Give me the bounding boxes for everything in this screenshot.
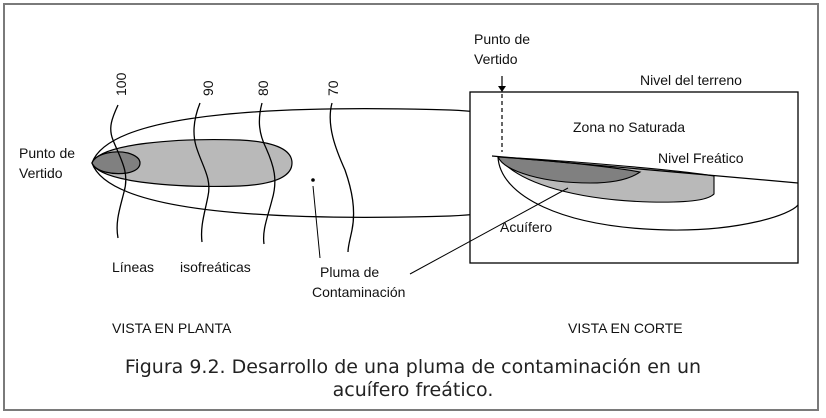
water-table-line — [491, 155, 799, 184]
plan-discharge-label-2: Vertido — [19, 165, 63, 181]
contour-label-80: 80 — [255, 80, 271, 96]
aquifer-boundary — [497, 156, 799, 231]
plan-view-title: VISTA EN PLANTA — [112, 320, 232, 336]
plume-point-marker — [311, 178, 315, 182]
plan-discharge-label-1: Punto de — [19, 145, 75, 161]
plume-label-2: Contaminación — [312, 284, 405, 300]
isofreatic-lines-label-1: Líneas — [112, 259, 154, 275]
plume-leader-line — [312, 185, 321, 259]
caption-line-1: Figura 9.2. Desarrollo de una pluma de c… — [124, 356, 702, 378]
water-table-label: Nivel Freático — [658, 150, 744, 166]
ground-level-label: Nivel del terreno — [640, 72, 742, 88]
aquifer-label: Acuífero — [500, 219, 552, 235]
section-view-title: VISTA EN CORTE — [568, 320, 683, 336]
contour-label-70: 70 — [325, 80, 341, 96]
contour-label-90: 90 — [200, 80, 216, 96]
section-discharge-label-2: Vertido — [474, 51, 518, 67]
section-discharge-label-1: Punto de — [474, 31, 530, 47]
contour-line-100 — [110, 104, 127, 239]
plume-light-area — [91, 139, 293, 187]
isofreatic-lines-label-2: isofreáticas — [180, 259, 251, 275]
contour-label-100: 100 — [113, 72, 129, 96]
contour-line-70 — [329, 102, 355, 253]
plan-view: 100 90 80 70 Punto de Vertido Líneas iso… — [19, 72, 571, 336]
contour-line-90 — [193, 102, 210, 243]
section-view: Punto de Vertido Nivel del terreno Zona … — [409, 31, 799, 336]
aquifer-leader-line — [409, 187, 569, 275]
plume-dark-core — [91, 151, 141, 175]
caption-line-2: acuífero freático. — [332, 379, 494, 401]
unsaturated-zone-label: Zona no Saturada — [573, 119, 685, 135]
plume-label-1: Pluma de — [320, 264, 379, 280]
contour-line-80 — [258, 102, 276, 245]
discharge-arrow-head — [498, 86, 506, 92]
